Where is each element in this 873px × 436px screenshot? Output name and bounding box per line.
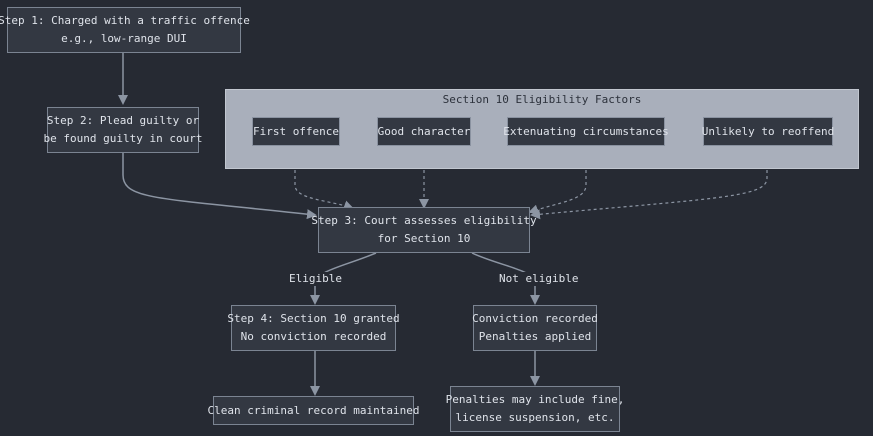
factor-good-character[interactable]: Good character: [377, 117, 471, 146]
conviction-line2: Penalties applied: [478, 330, 592, 343]
step3-node[interactable]: Step 3: Court assesses eligibility for S…: [311, 207, 537, 253]
edge-label-not-eligible: Not eligible: [497, 272, 581, 286]
factor-unlikely-to-reoffend[interactable]: Unlikely to reoffend: [701, 117, 835, 146]
factor-first-offence[interactable]: First offence: [252, 117, 340, 146]
clean-record-node[interactable]: Clean criminal record maintained: [208, 396, 419, 425]
factor-good-character-label: Good character: [377, 124, 471, 138]
edge-unlikely-reoffend-to-step3: [530, 146, 768, 220]
conviction-line1: Conviction recorded: [472, 312, 598, 325]
edge-first-offence-to-step3: [294, 146, 354, 210]
penalties-line1: Penalties may include fine,: [445, 393, 625, 406]
step4-line1: Step 4: Section 10 granted: [227, 312, 400, 325]
edge-step2-to-step3: [122, 153, 317, 220]
step4-node[interactable]: Step 4: Section 10 granted No conviction…: [227, 305, 400, 351]
step3-line1: Step 3: Court assesses eligibility: [311, 214, 537, 227]
edge-label-eligible: Eligible: [287, 272, 344, 286]
factor-extenuating-circumstances-label: Extenuating circumstances: [503, 124, 669, 138]
step1-line2: e.g., low-range DUI: [61, 32, 187, 45]
penalties-node[interactable]: Penalties may include fine, license susp…: [446, 386, 624, 432]
step2-node[interactable]: Step 2: Plead guilty or be found guilty …: [44, 107, 202, 153]
step1-node[interactable]: Step 1: Charged with a traffic offence e…: [0, 7, 250, 53]
step3-line2: for Section 10: [377, 232, 471, 245]
step2-line1: Step 2: Plead guilty or: [46, 114, 200, 127]
step2-line2: be found guilty in court: [43, 132, 203, 145]
step1-line1: Step 1: Charged with a traffic offence: [0, 14, 250, 27]
factor-unlikely-to-reoffend-label: Unlikely to reoffend: [701, 124, 835, 138]
eligibility-factors-title: Section 10 Eligibility Factors: [442, 93, 642, 106]
conviction-node[interactable]: Conviction recorded Penalties applied: [472, 305, 598, 351]
factor-first-offence-label: First offence: [252, 124, 340, 138]
step4-line2: No conviction recorded: [240, 330, 387, 343]
factor-extenuating-circumstances[interactable]: Extenuating circumstances: [503, 117, 669, 146]
clean-record-line1: Clean criminal record maintained: [207, 403, 420, 417]
penalties-line2: license suspension, etc.: [455, 411, 615, 424]
